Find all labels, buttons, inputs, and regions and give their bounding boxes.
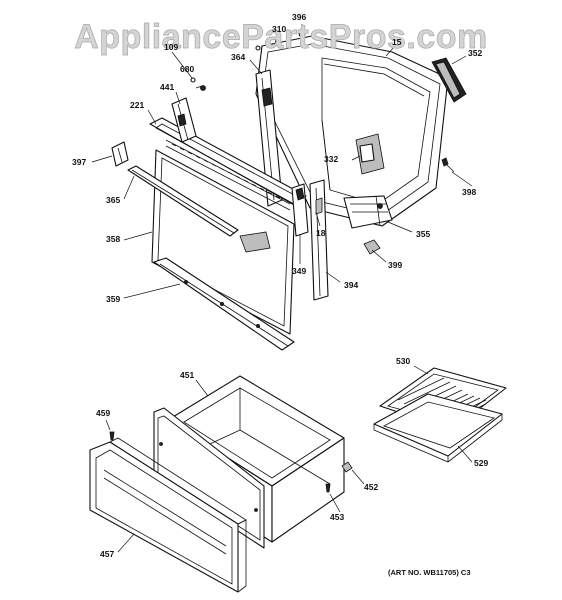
door-hinge-bracket-364	[255, 69, 283, 207]
broiler-pan-529	[373, 393, 503, 463]
callout-397: 397	[72, 157, 86, 167]
callout-680: 680	[180, 64, 194, 74]
callout-399: 399	[388, 260, 402, 270]
callout-529: 529	[474, 458, 488, 468]
callout-441: 441	[160, 82, 174, 92]
bumper-399	[363, 239, 381, 255]
callout-355: 355	[416, 229, 430, 239]
door-clip-397	[111, 141, 129, 167]
drawer-side-panel	[153, 407, 265, 549]
callout-221: 221	[130, 100, 144, 110]
door-handle-365	[127, 165, 239, 237]
door-latch-332	[355, 133, 385, 175]
callout-15: 15	[392, 37, 402, 47]
door-hinge-355	[343, 195, 393, 229]
callout-452: 452	[364, 482, 378, 492]
callout-365: 365	[106, 195, 120, 205]
door-latch-cover	[239, 231, 271, 253]
screw-459	[109, 431, 115, 441]
glide-452	[341, 461, 353, 473]
callout-310: 310	[272, 24, 286, 34]
screw-398	[441, 157, 455, 173]
callout-459: 459	[96, 408, 110, 418]
callout-358: 358	[106, 234, 120, 244]
watermark: AppliancePartsPros.com	[74, 18, 487, 56]
callout-364: 364	[231, 52, 245, 62]
door-bracket-441	[171, 97, 197, 143]
callout-18: 18	[316, 228, 326, 238]
door-outer-panel-358	[151, 149, 295, 335]
callout-109: 109	[164, 42, 178, 52]
callout-451: 451	[180, 370, 194, 380]
callout-396: 396	[292, 12, 306, 22]
callout-457: 457	[100, 549, 114, 559]
callout-453: 453	[330, 512, 344, 522]
art-number: (ART NO. WB11705) C3	[388, 568, 471, 577]
door-bottom-trim-359	[153, 257, 295, 351]
callout-349: 349	[292, 266, 306, 276]
callout-359: 359	[106, 294, 120, 304]
callout-332: 332	[324, 154, 338, 164]
door-side-channel-349	[291, 183, 309, 237]
callout-530: 530	[396, 356, 410, 366]
drawer-front-457	[89, 437, 247, 593]
callout-labels: 396 310 15 352 109 680 364 441 221 332 3…	[72, 12, 488, 559]
door-side-rail-394	[309, 179, 329, 301]
screws-109-680	[190, 77, 206, 91]
callout-352: 352	[468, 48, 482, 58]
callout-398: 398	[462, 187, 476, 197]
door-vent-holes	[171, 143, 281, 199]
handle-end-cap-352	[431, 57, 467, 103]
screw-453	[325, 483, 331, 493]
leader-lines	[91, 24, 473, 553]
callout-394: 394	[344, 280, 358, 290]
